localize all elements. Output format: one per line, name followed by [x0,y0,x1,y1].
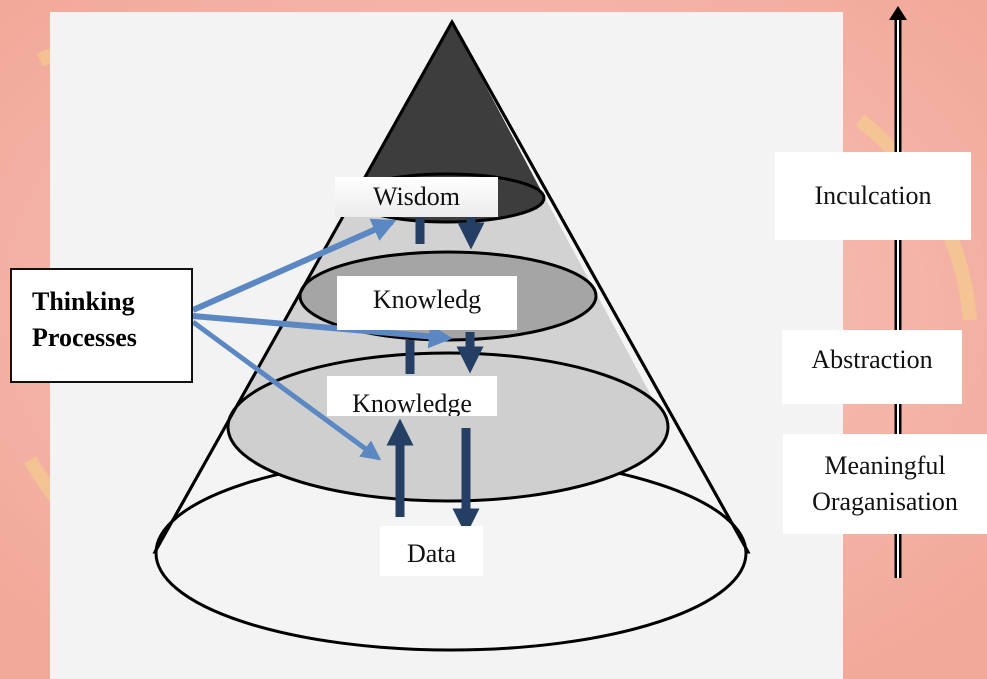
cone-side-right [450,21,750,553]
thinking-arrow-to-knowledge [191,319,382,461]
label-meaningful-organisation: Meaningful Oraganisation [783,434,987,534]
thinking-arrow-to-wisdom [191,218,397,313]
label-knowledge: Knowledge [327,376,497,416]
thinking-line1: Thinking [32,287,135,316]
organisation-line1: Meaningful [824,451,946,480]
thinking-processes-box: Thinking Processes [10,268,193,383]
label-abstraction: Abstraction [782,330,962,404]
cone-side-left [153,21,454,553]
thinking-arrow-to-knowledg [192,313,453,349]
organisation-line2: Oraganisation [812,487,958,516]
label-wisdom: Wisdom [335,177,498,217]
thinking-line2: Processes [32,323,137,352]
label-data: Data [380,526,483,576]
label-inculcation: Inculcation [775,152,971,240]
scale-arrow-head [889,6,907,20]
label-knowledg: Knowledg [337,276,517,330]
cone-apex-cap [353,22,545,212]
